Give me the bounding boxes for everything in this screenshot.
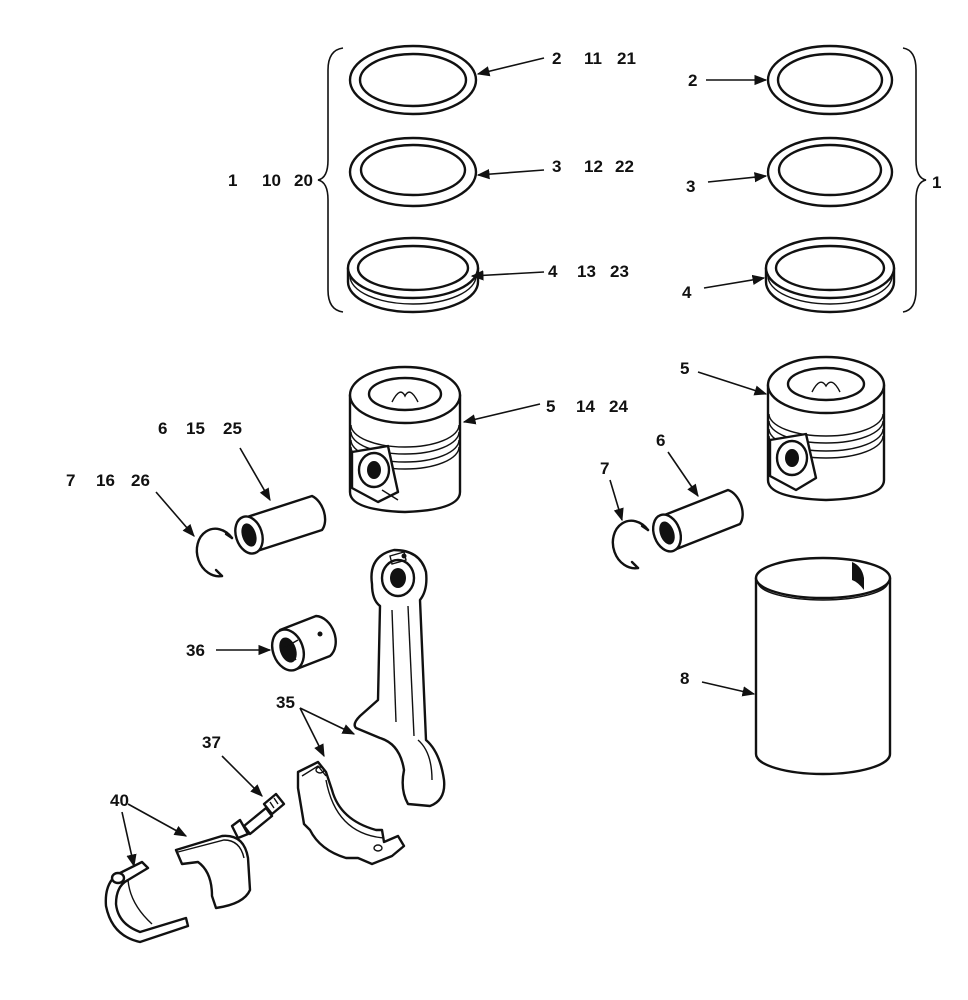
callout-13-left: 13	[577, 262, 596, 281]
callout-4-left: 4	[548, 262, 558, 281]
arrow-clip-right	[609, 479, 624, 522]
connecting-rod-bolt	[230, 792, 286, 840]
callout-26-left: 26	[131, 471, 150, 490]
callout-21-left: 21	[617, 49, 636, 68]
arrow-rod-cap	[299, 707, 325, 758]
small-end-bushing	[270, 614, 337, 672]
arrow-liner	[701, 681, 756, 697]
callout-3-right: 3	[686, 177, 695, 196]
connecting-rod-cap	[296, 760, 406, 866]
snap-ring-right	[611, 519, 650, 570]
callout-24-left: 24	[609, 397, 628, 416]
right-ring-set-brace	[902, 47, 927, 313]
snap-ring-left	[195, 527, 234, 578]
second-ring-left	[348, 136, 478, 208]
callout-37: 37	[202, 733, 221, 752]
callout-2-right: 2	[688, 71, 697, 90]
piston-left	[348, 365, 462, 514]
connecting-rod	[353, 548, 446, 808]
arrow-ring-bot-right	[703, 274, 766, 289]
callout-12-left: 12	[584, 157, 603, 176]
callout-40: 40	[110, 791, 129, 810]
callout-35: 35	[276, 693, 295, 712]
callout-6-right: 6	[656, 431, 665, 450]
callout-16-left: 16	[96, 471, 115, 490]
callout-11-left: 11	[584, 49, 602, 68]
callout-5-left: 5	[546, 397, 555, 416]
callout-1-right: 1	[932, 173, 941, 192]
arrow-piston-left	[462, 403, 541, 425]
arrow-bolt	[221, 755, 263, 797]
arrow-pin-right	[667, 451, 699, 498]
cylinder-liner	[754, 556, 892, 776]
callout-20-left: 20	[294, 171, 313, 190]
piston-pin-right	[651, 488, 744, 553]
arrow-clip-left	[155, 491, 195, 537]
oil-ring-left	[346, 236, 480, 314]
callout-15-left: 15	[186, 419, 205, 438]
callout-10-left: 10	[262, 171, 281, 190]
callout-7-right: 7	[600, 459, 609, 478]
callout-3-left: 3	[552, 157, 561, 176]
top-compression-ring-right	[766, 44, 894, 116]
callout-22-left: 22	[615, 157, 634, 176]
callout-8: 8	[680, 669, 689, 688]
arrow-ring-top-left	[476, 57, 545, 77]
arrow-ring-mid-right	[707, 172, 768, 183]
arrow-ring-mid-left	[476, 169, 545, 180]
piston-right	[766, 355, 886, 502]
callout-7-left: 7	[66, 471, 75, 490]
bearing-shell-lower	[104, 860, 190, 944]
arrow-bearing-upper	[127, 803, 188, 837]
arrow-ring-bot-left	[470, 270, 545, 281]
callout-25-left: 25	[223, 419, 242, 438]
arrow-conrod	[299, 707, 356, 735]
top-compression-ring-left	[348, 44, 478, 116]
arrow-piston-right	[697, 371, 768, 396]
left-ring-set-brace	[317, 47, 344, 313]
oil-ring-right	[764, 236, 896, 314]
callout-14-left: 14	[576, 397, 595, 416]
callout-2-left: 2	[552, 49, 561, 68]
callout-6-left: 6	[158, 419, 167, 438]
callout-4-right: 4	[682, 283, 692, 302]
callout-5-right: 5	[680, 359, 689, 378]
bearing-shell-upper	[174, 834, 252, 910]
piston-pin-left	[234, 494, 327, 555]
second-ring-right	[766, 136, 894, 208]
arrow-pin-left	[239, 447, 271, 502]
callout-36: 36	[186, 641, 205, 660]
arrow-bearing-lower	[121, 811, 137, 868]
callout-23-left: 23	[610, 262, 629, 281]
callout-1-left: 1	[228, 171, 237, 190]
